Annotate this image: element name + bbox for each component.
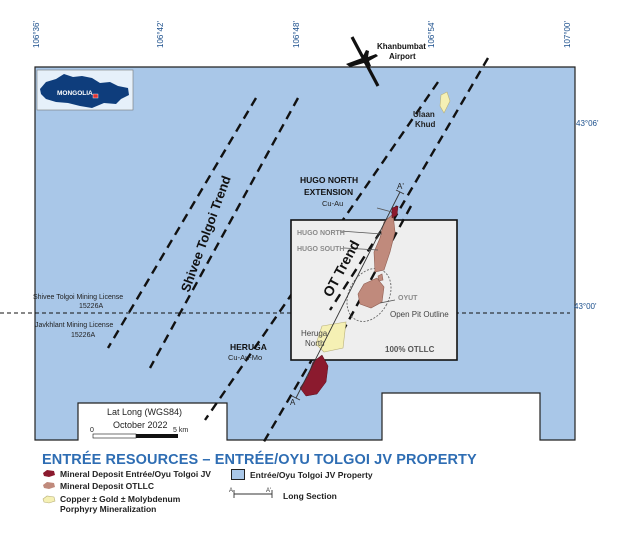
long-section-end-marker: A' bbox=[397, 182, 404, 191]
legend-item-jv-property: Entrée/Oyu Tolgoi JV Property bbox=[250, 470, 373, 480]
legend-item-long-section: Long Section bbox=[283, 491, 337, 501]
mongolia-shape bbox=[40, 74, 129, 108]
datum-label: Lat Long (WGS84) bbox=[107, 407, 182, 417]
deposit-hugo bbox=[373, 213, 396, 273]
longitude-label: 106°36' bbox=[32, 21, 41, 48]
long-section-start-marker: A bbox=[290, 398, 296, 407]
legend-item-porphyry-line2: Porphyry Mineralization bbox=[60, 504, 157, 514]
long-section-line bbox=[295, 191, 401, 399]
ulaan-khud-label: Ulaan bbox=[413, 110, 435, 119]
oyut-label: OYUT bbox=[398, 295, 418, 302]
otllc-label: 100% OTLLC bbox=[385, 345, 435, 354]
longitude-label: 106°42' bbox=[156, 21, 165, 48]
scale-date: October 2022 bbox=[113, 420, 168, 430]
hugo-north-label: HUGO NORTH bbox=[297, 230, 345, 237]
hugo-north-extension-label: EXTENSION bbox=[304, 187, 353, 197]
open-pit-label: Open Pit Outline bbox=[390, 310, 449, 319]
long-section-legend-a-prime: A' bbox=[266, 488, 271, 494]
shivee-trend-lines bbox=[106, 97, 300, 369]
heruga-label: HERUGA bbox=[230, 342, 267, 352]
mongolia-label: MONGOLIA bbox=[57, 90, 93, 97]
hugo-north-extension-label: HUGO NORTH bbox=[300, 175, 358, 185]
scale-bar bbox=[92, 433, 178, 439]
hugo-north-extension-metals: Cu-Au bbox=[322, 199, 343, 208]
legend-title: ENTRÉE RESOURCES – ENTRÉE/OYU TOLGOI JV … bbox=[42, 452, 477, 468]
swatch-otllc-deposit bbox=[43, 482, 55, 489]
airport-label: Khanbumbat bbox=[377, 42, 426, 51]
longitude-labels: 106°36' 106°42' 106°48' 106°54' 107°00' bbox=[32, 21, 572, 48]
shivee-license-label: Shivee Tolgoi Mining License bbox=[33, 294, 123, 301]
heruga-north-label: North bbox=[305, 339, 325, 348]
longitude-label: 106°54' bbox=[427, 21, 436, 48]
heruga-north-label: Heruga bbox=[301, 329, 328, 338]
shivee-license-number: 15226A bbox=[79, 303, 103, 310]
hugo-south-label: HUGO SOUTH bbox=[297, 246, 344, 253]
latitude-label: 43°00' bbox=[574, 302, 597, 311]
porphyry-ulaan-khud bbox=[439, 91, 451, 114]
javkhlant-license-label: Javkhlant Mining License bbox=[35, 322, 113, 329]
legend-item-entree-deposit: Mineral Deposit Entrée/Oyu Tolgoi JV bbox=[60, 469, 211, 479]
deposit-oyut bbox=[357, 277, 385, 309]
inset-location-marker bbox=[92, 93, 99, 99]
heruga-metals: Cu-Au-Mo bbox=[228, 353, 262, 362]
deposit-hugo-north-extension bbox=[391, 205, 399, 219]
latitude-labels: 43°06' 43°00' bbox=[574, 119, 599, 311]
longitude-label: 106°48' bbox=[292, 21, 301, 48]
scale-five: 5 km bbox=[173, 427, 188, 434]
scale-zero: 0 bbox=[90, 427, 94, 434]
deposit-small-otllc bbox=[377, 273, 384, 282]
swatch-long-section: A A' bbox=[229, 488, 273, 498]
swatch-jv-property bbox=[231, 469, 245, 480]
ulaan-khud-label: Khud bbox=[415, 120, 436, 129]
airport-runway bbox=[350, 36, 380, 87]
swatch-porphyry bbox=[42, 495, 56, 504]
airport-label: Airport bbox=[389, 52, 416, 61]
latitude-label: 43°06' bbox=[576, 119, 599, 128]
ot-trend-lines bbox=[204, 57, 490, 446]
legend-item-porphyry: Copper ± Gold ± Molybdenum bbox=[60, 494, 181, 504]
swatch-entree-deposit bbox=[43, 470, 55, 477]
longitude-label: 107°00' bbox=[563, 21, 572, 48]
javkhlant-license-number: 15226A bbox=[71, 332, 95, 339]
legend-item-otllc-deposit: Mineral Deposit OTLLC bbox=[60, 481, 154, 491]
long-section-legend-a: A bbox=[229, 488, 233, 494]
